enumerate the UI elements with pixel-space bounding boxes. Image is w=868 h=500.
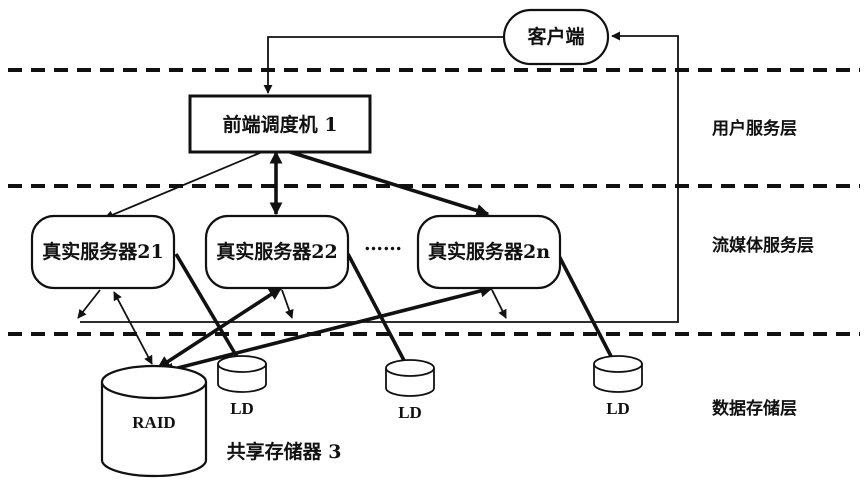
real-server-22-node [204,214,350,290]
shared-storage-label: 共享存储器 3 [227,440,342,463]
client-label: 客户端 [527,25,584,48]
local-disk-1-label: LD [230,399,254,418]
real-server-2n-node [416,214,562,290]
real-server-21-node [30,214,176,290]
server22-response-arrow [281,289,294,319]
raid-label: RAID [132,413,175,432]
server21-response-arrow [77,289,101,319]
frontend-to-server2n-arrow [289,150,490,217]
server22-ld-link [346,253,410,369]
server2n-response-arrow [491,289,507,319]
servers-ellipsis: …… [364,233,402,255]
client-request-path [263,36,508,94]
client-node [502,8,610,66]
real-server-21-label: 真实服务器21 [42,240,163,263]
local-disk-2-label: LD [398,403,422,422]
frontend-scheduler-node [188,94,372,154]
data-storage-layer-label: 数据存储层 [712,398,797,419]
local-disk-2-cylinder [385,359,435,397]
frontend-to-server21-arrow [104,151,263,220]
server21-raid-link [113,291,153,365]
real-server-2n-label: 真实服务器2n [428,240,550,263]
raid-storage-cylinder [100,364,208,478]
local-disk-3-label: LD [606,399,630,418]
user-service-layer-label: 用户服务层 [712,118,797,139]
local-disk-1-cylinder [217,355,267,393]
streaming-service-layer-label: 流媒体服务层 [712,235,814,256]
server2n-raid-link [160,284,494,376]
server2n-ld-link [556,253,616,363]
real-server-22-label: 真实服务器22 [216,240,337,263]
local-disk-3-cylinder [593,355,643,393]
frontend-scheduler-label: 前端调度机 1 [223,113,338,136]
server21-ld-link [174,253,242,363]
